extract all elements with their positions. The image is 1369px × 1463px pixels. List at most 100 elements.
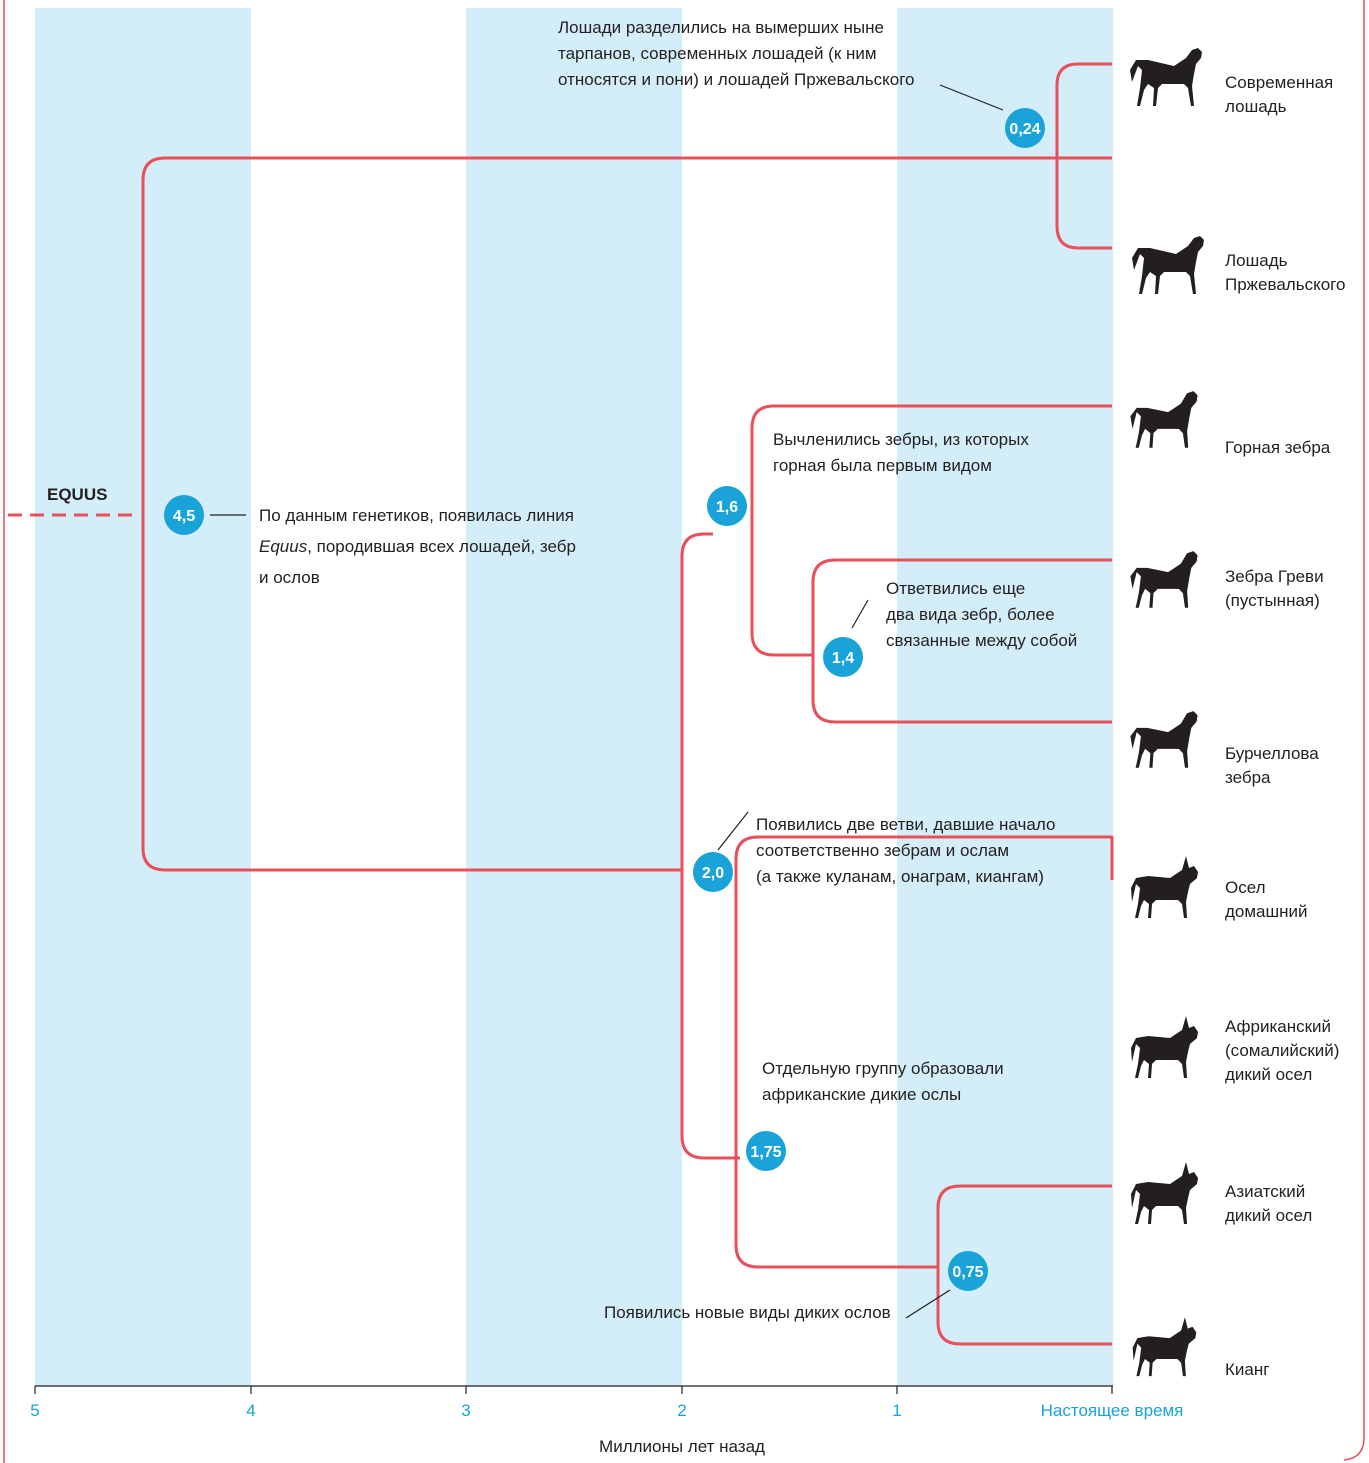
node-markers: 4,5 0,24 2,0 1,6 1,4 1,75 0,75	[164, 108, 1045, 1291]
axis-tick-label-4: 4	[246, 1401, 255, 1420]
node-0-24-label: 0,24	[1009, 121, 1040, 138]
zebra-icon	[1130, 391, 1198, 448]
annotation-1-75-line1: Отдельную группу образовали	[762, 1059, 1004, 1078]
species-przewalski-line1: Лошадь	[1225, 251, 1288, 270]
species-kiang: Кианг	[1225, 1360, 1269, 1379]
species-labels: Современная лошадь Лошадь Пржевальского …	[1225, 73, 1345, 1379]
annotation-4-5-line1: По данным генетиков, появилась линия	[259, 506, 574, 525]
node-0-24: 0,24	[1005, 108, 1045, 148]
species-african-wild-ass-line1: Африканский	[1225, 1017, 1331, 1036]
frame-border	[3, 0, 1365, 1463]
leader-1-4	[851, 599, 869, 629]
species-grevy-zebra-line2: (пустынная)	[1225, 591, 1320, 610]
branch-donkeys	[734, 835, 1114, 1269]
annotation-2-0-line1: Появились две ветви, давшие начало	[756, 815, 1055, 834]
annotation-0-24-line2: тарпанов, современных лошадей (к ним	[558, 44, 877, 63]
donkey-icon	[1131, 856, 1198, 918]
species-domestic-donkey-line2: домашний	[1225, 902, 1308, 921]
axis-tick-label-present: Настоящее время	[1041, 1401, 1184, 1420]
annotation-0-24-line1: Лошади разделились на вымерших ныне	[558, 18, 884, 37]
time-bands	[35, 8, 1113, 1386]
node-2-0-circle	[693, 852, 733, 892]
time-band-1-0	[897, 8, 1113, 1386]
annotation-4-5-line2-rest: , породившая всех лошадей, зебр	[307, 537, 576, 556]
axis-tick-label-1: 1	[892, 1401, 901, 1420]
annotation-1-75: Отдельную группу образовали африканские …	[762, 1059, 1004, 1104]
leader-0-75	[905, 1289, 951, 1319]
annotation-0-24-line3: относятся и пони) и лошадей Пржевальског…	[558, 70, 915, 89]
axis-tick-label-3: 3	[461, 1401, 470, 1420]
donkey-icon	[1131, 1162, 1198, 1224]
annotation-1-4-line3: связанные между собой	[886, 631, 1077, 650]
branch-wild-asses	[936, 1184, 1112, 1346]
time-axis: 5 4 3 2 1 Настоящее время Миллионы лет н…	[30, 1385, 1184, 1456]
node-1-4-label: 1,4	[832, 650, 854, 667]
branch-zebras	[750, 404, 1112, 657]
node-4-5-circle	[164, 495, 204, 535]
annotation-4-5: По данным генетиков, появилась линия Equ…	[259, 506, 576, 587]
node-1-6-label: 1,6	[716, 499, 738, 516]
node-1-6-circle	[707, 486, 747, 526]
annotation-0-75: Появились новые виды диких ослов	[604, 1303, 891, 1322]
species-burchell-zebra-line2: зебра	[1225, 768, 1271, 787]
branch-zebra-donkey	[680, 532, 740, 1160]
annotation-1-4: Ответвились еще два вида зебр, более свя…	[886, 579, 1077, 650]
zebra-icon	[1130, 551, 1198, 608]
annotation-4-5-line3: и ослов	[259, 568, 320, 587]
species-african-wild-ass-line3: дикий осел	[1225, 1065, 1312, 1084]
species-modern-horse-line2: лошадь	[1225, 97, 1287, 116]
annotation-1-75-line2: африканские дикие ослы	[762, 1085, 961, 1104]
node-1-4-circle	[823, 637, 863, 677]
species-mountain-zebra: Горная зебра	[1225, 438, 1331, 457]
species-burchell-zebra-line1: Бурчеллова	[1225, 744, 1319, 763]
annotation-0-24: Лошади разделились на вымерших ныне тарп…	[558, 18, 915, 89]
annotation-2-0-line2: соответственно зебрам и ослам	[756, 841, 1009, 860]
node-1-75-circle	[746, 1131, 786, 1171]
species-african-wild-ass-line2: (сомалийский)	[1225, 1041, 1339, 1060]
donkey-icon	[1132, 1317, 1197, 1377]
species-modern-horse-line1: Современная	[1225, 73, 1333, 92]
species-przewalski-line2: Пржевальского	[1225, 275, 1345, 294]
axis-title: Миллионы лет назад	[599, 1437, 765, 1456]
species-grevy-zebra-line1: Зебра Греви	[1225, 567, 1324, 586]
node-2-0: 2,0	[693, 852, 733, 892]
annotation-4-5-line2: Equus, породившая всех лошадей, зебр	[259, 537, 576, 556]
donkey-icon	[1131, 1016, 1198, 1078]
annotation-leaders	[210, 84, 1004, 1319]
species-asiatic-wild-ass-line1: Азиатский	[1225, 1182, 1305, 1201]
leader-0-24	[939, 84, 1004, 111]
leader-2-0	[717, 811, 749, 851]
node-0-75-circle	[948, 1251, 988, 1291]
species-domestic-donkey-line1: Осел	[1225, 878, 1266, 897]
root-label: EQUUS	[47, 485, 107, 504]
time-band-3-2	[466, 8, 682, 1386]
branch-grevy-burchell	[811, 558, 1112, 724]
branch-horses	[1055, 62, 1112, 250]
node-4-5: 4,5	[164, 495, 204, 535]
phylogeny-branches	[8, 62, 1114, 1346]
horse-icon	[1130, 48, 1202, 106]
annotation-1-6: Вычленились зебры, из которых горная был…	[773, 430, 1029, 475]
node-1-4: 1,4	[823, 637, 863, 677]
species-asiatic-wild-ass-line2: дикий осел	[1225, 1206, 1312, 1225]
axis-tick-label-2: 2	[677, 1401, 686, 1420]
node-1-6: 1,6	[707, 486, 747, 526]
branch-root-split	[141, 156, 1112, 872]
annotation-1-6-line1: Вычленились зебры, из которых	[773, 430, 1029, 449]
axis-tick-label-5: 5	[30, 1401, 39, 1420]
annotation-1-4-line1: Ответвились еще	[886, 579, 1025, 598]
annotation-2-0: Появились две ветви, давшие начало соотв…	[756, 815, 1055, 886]
annotation-4-5-italic: Equus	[259, 537, 308, 556]
przewalski-horse-icon	[1132, 236, 1204, 294]
zebra-icon	[1130, 711, 1198, 768]
node-4-5-label: 4,5	[173, 508, 195, 525]
annotation-2-0-line3: (а также куланам, онаграм, киангам)	[756, 867, 1044, 886]
annotation-0-75-line1: Появились новые виды диких ослов	[604, 1303, 891, 1322]
node-0-75: 0,75	[948, 1251, 988, 1291]
node-0-24-circle	[1005, 108, 1045, 148]
node-1-75-label: 1,75	[750, 1144, 781, 1161]
node-1-75: 1,75	[746, 1131, 786, 1171]
annotation-1-6-line2: горная была первым видом	[773, 456, 992, 475]
animal-silhouettes	[1130, 48, 1204, 1377]
